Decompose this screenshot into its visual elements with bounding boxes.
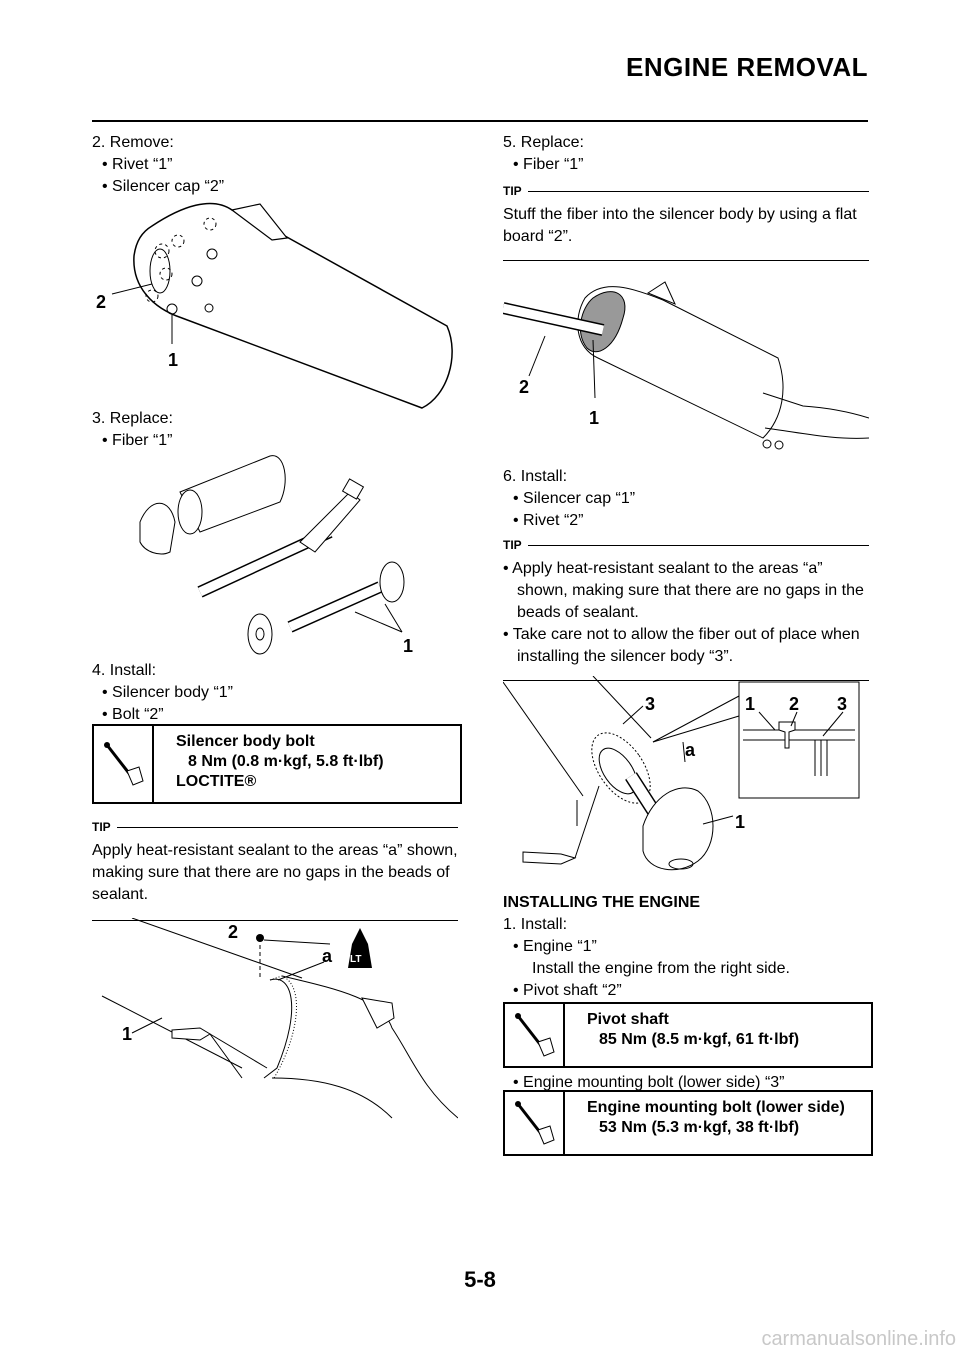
- torque-wrench-icon: [94, 726, 154, 802]
- page-title: ENGINE REMOVAL: [626, 52, 868, 82]
- tip-bullet-gaps: • Apply heat-resistant sealant to the ar…: [503, 560, 864, 621]
- step-2-bullet-rivet: • Rivet “1”: [102, 156, 173, 173]
- tip-label: TIP: [92, 820, 111, 834]
- detail-callout-2: 2: [789, 694, 799, 714]
- step-6-bullet-cap: • Silencer cap “1”: [513, 490, 636, 507]
- callout-a: a: [322, 946, 333, 966]
- lt-badge-text: LT: [350, 954, 361, 965]
- step-6-install: 6. Install: • Silencer cap “1” • Rivet “…: [503, 466, 869, 532]
- step-6-label: 6. Install:: [503, 468, 568, 485]
- tip-label: TIP: [503, 184, 522, 198]
- step-5-label: 5. Replace:: [503, 134, 584, 151]
- step-4-bullet-body: • Silencer body “1”: [102, 684, 233, 701]
- spec-extra: LOCTITE®: [176, 773, 257, 790]
- tip-body: Stuff the fiber into the silencer body b…: [503, 206, 857, 245]
- step-4-install: 4. Install: • Silencer body “1” • Bolt “…: [92, 660, 458, 726]
- figure-remove-silencer-cap: 2 1: [96, 202, 453, 409]
- tip-sealant-right: TIP • Apply heat-resistant sealant to th…: [503, 532, 869, 681]
- watermark-link[interactable]: carmanualsonline.info: [761, 1328, 956, 1350]
- callout-1: 1: [122, 1024, 132, 1044]
- step-3-label: 3. Replace:: [92, 410, 173, 427]
- callout-3: 3: [645, 694, 655, 714]
- callout-2: 2: [96, 292, 106, 312]
- spec-value: 8 Nm (0.8 m·kgf, 5.8 ft·lbf): [188, 753, 384, 770]
- step-5-bullet-fiber: • Fiber “1”: [513, 156, 584, 173]
- callout-2: 2: [228, 922, 238, 942]
- step-4-bullet-bolt: • Bolt “2”: [102, 706, 164, 723]
- torque-wrench-icon: [505, 1004, 565, 1066]
- install-bullet-pivot: • Pivot shaft “2”: [513, 982, 622, 999]
- callout-1: 1: [589, 408, 599, 428]
- spec-value: 85 Nm (8.5 m·kgf, 61 ft·lbf): [599, 1031, 800, 1048]
- bullet-engine-mounting-bolt: • Engine mounting bolt (lower side) “3”: [503, 1072, 869, 1094]
- step-4-label: 4. Install:: [92, 662, 157, 679]
- page-number: 5-8: [464, 1267, 496, 1292]
- step-2-label: 2. Remove:: [92, 134, 174, 151]
- callout-1: 1: [168, 350, 178, 370]
- tip-body: Apply heat-resistant sealant to the area…: [92, 842, 458, 903]
- spec-name: Engine mounting bolt (lower side): [587, 1099, 845, 1116]
- install-note-right-side: Install the engine from the right side.: [532, 960, 790, 977]
- figure-replace-fiber: 1: [139, 455, 413, 656]
- figure-install-silencer-body: 3 a 1 1 2 3: [503, 676, 860, 871]
- section-heading: INSTALLING THE ENGINE: [503, 894, 701, 911]
- torque-spec-pivot-shaft: Pivot shaft 85 Nm (8.5 m·kgf, 61 ft·lbf): [503, 1002, 873, 1068]
- bullet-text: • Engine mounting bolt (lower side) “3”: [513, 1074, 785, 1091]
- step-2-remove: 2. Remove: • Rivet “1” • Silencer cap “2…: [92, 132, 458, 198]
- tip-flat-board: TIP Stuff the fiber into the silencer bo…: [503, 178, 869, 261]
- spec-value: 53 Nm (5.3 m·kgf, 38 ft·lbf): [599, 1119, 800, 1136]
- tip-bullet-fiber: • Take care not to allow the fiber out o…: [503, 626, 860, 665]
- spec-name: Pivot shaft: [587, 1011, 669, 1028]
- step-6-bullet-rivet: • Rivet “2”: [513, 512, 584, 529]
- step-5-replace: 5. Replace: • Fiber “1”: [503, 132, 869, 176]
- step-2-bullet-cap: • Silencer cap “2”: [102, 178, 225, 195]
- figure-apply-sealant: LT 2 a 1: [101, 918, 458, 1119]
- torque-spec-mounting-bolt: Engine mounting bolt (lower side) 53 Nm …: [503, 1090, 873, 1156]
- torque-wrench-icon: [505, 1092, 565, 1154]
- callout-1: 1: [403, 636, 413, 656]
- callout-2: 2: [519, 377, 529, 397]
- detail-callout-3: 3: [837, 694, 847, 714]
- header-rule: [92, 120, 868, 122]
- installing-engine-section: INSTALLING THE ENGINE 1. Install: • Engi…: [503, 892, 869, 1002]
- tip-label: TIP: [503, 538, 522, 552]
- callout-1: 1: [735, 812, 745, 832]
- spec-name: Silencer body bolt: [176, 733, 315, 750]
- callout-a: a: [685, 740, 696, 760]
- detail-callout-1: 1: [745, 694, 755, 714]
- step-3-replace: 3. Replace: • Fiber “1”: [92, 408, 458, 452]
- install-step-label: 1. Install:: [503, 916, 568, 933]
- step-3-bullet-fiber: • Fiber “1”: [102, 432, 173, 449]
- tip-sealant-left: TIP Apply heat-resistant sealant to the …: [92, 814, 458, 921]
- figure-stuff-fiber: 2 1: [503, 281, 869, 450]
- torque-spec-silencer-bolt: Silencer body bolt 8 Nm (0.8 m·kgf, 5.8 …: [92, 724, 462, 804]
- install-bullet-engine: • Engine “1”: [513, 938, 597, 955]
